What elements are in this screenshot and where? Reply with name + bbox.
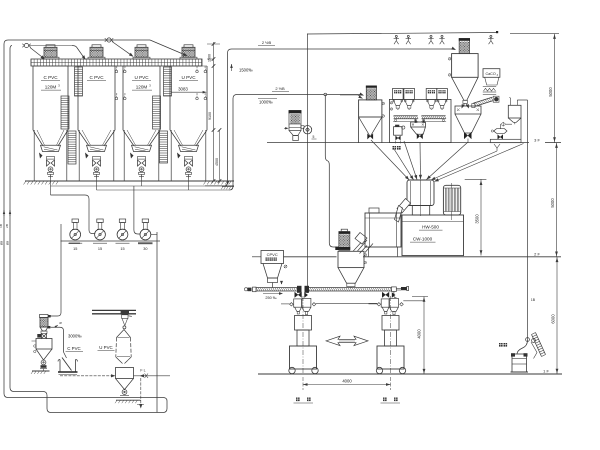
svg-text:1500: 1500 bbox=[208, 54, 212, 62]
svg-text:0: 0 bbox=[196, 66, 198, 69]
svg-text:1B: 1B bbox=[531, 298, 536, 302]
svg-text:1000‰: 1000‰ bbox=[259, 100, 273, 105]
svg-text:ØB: ØB bbox=[6, 241, 10, 245]
svg-text:U PVC: U PVC bbox=[181, 75, 196, 80]
svg-text:0: 0 bbox=[205, 66, 207, 69]
svg-text:30: 30 bbox=[143, 247, 147, 251]
svg-text:0: 0 bbox=[116, 93, 118, 96]
svg-text:3 F: 3 F bbox=[534, 138, 540, 143]
svg-text:120M: 120M bbox=[136, 85, 148, 90]
svg-text:CPVC: CPVC bbox=[267, 252, 278, 257]
svg-text:9100: 9100 bbox=[208, 112, 212, 120]
svg-text:HW-500: HW-500 bbox=[422, 225, 439, 230]
svg-text:15: 15 bbox=[120, 247, 124, 251]
svg-text:3: 3 bbox=[149, 84, 151, 88]
svg-text:C PVC: C PVC bbox=[43, 75, 58, 80]
svg-text:0: 0 bbox=[124, 66, 126, 69]
svg-text:4000: 4000 bbox=[417, 329, 422, 339]
svg-text:4500: 4500 bbox=[215, 158, 219, 166]
svg-text:3083: 3083 bbox=[178, 87, 188, 92]
svg-text:1500‰: 1500‰ bbox=[239, 68, 253, 73]
svg-text:6000: 6000 bbox=[551, 314, 556, 324]
svg-text:0: 0 bbox=[116, 66, 118, 69]
svg-text:3000‰: 3000‰ bbox=[68, 334, 82, 339]
svg-text:15: 15 bbox=[73, 247, 77, 251]
svg-text:3: 3 bbox=[58, 84, 60, 88]
svg-text:U PVC: U PVC bbox=[99, 345, 112, 350]
svg-text:ØB: ØB bbox=[0, 241, 4, 245]
svg-text:5000: 5000 bbox=[548, 87, 553, 97]
svg-text:C PVC: C PVC bbox=[89, 75, 104, 80]
svg-text:1B: 1B bbox=[0, 224, 3, 228]
svg-text:3500: 3500 bbox=[475, 214, 480, 224]
svg-text:15: 15 bbox=[98, 247, 102, 251]
svg-text:U PVC: U PVC bbox=[134, 75, 149, 80]
svg-text:2 ½B: 2 ½B bbox=[275, 86, 285, 91]
svg-text:CaCO: CaCO bbox=[485, 72, 495, 76]
svg-text:C PVC: C PVC bbox=[67, 346, 80, 351]
svg-text:Ø: Ø bbox=[59, 321, 62, 325]
svg-text:120M: 120M bbox=[45, 85, 57, 90]
svg-text:5000: 5000 bbox=[550, 198, 555, 208]
svg-text:1 F: 1 F bbox=[543, 369, 549, 374]
svg-text:2 ½B: 2 ½B bbox=[262, 40, 272, 45]
svg-text:0: 0 bbox=[124, 93, 126, 96]
svg-text:2B: 2B bbox=[5, 224, 9, 228]
svg-text:250 ‰: 250 ‰ bbox=[265, 296, 276, 300]
svg-text:F L: F L bbox=[140, 369, 145, 373]
svg-text:4000: 4000 bbox=[342, 379, 352, 384]
svg-text:5: 5 bbox=[313, 135, 315, 139]
svg-text:0: 0 bbox=[196, 93, 198, 96]
svg-text:2 F: 2 F bbox=[534, 252, 540, 257]
svg-text:CW-1000: CW-1000 bbox=[413, 237, 433, 242]
svg-text:0: 0 bbox=[205, 93, 207, 96]
svg-text:3: 3 bbox=[497, 74, 499, 77]
